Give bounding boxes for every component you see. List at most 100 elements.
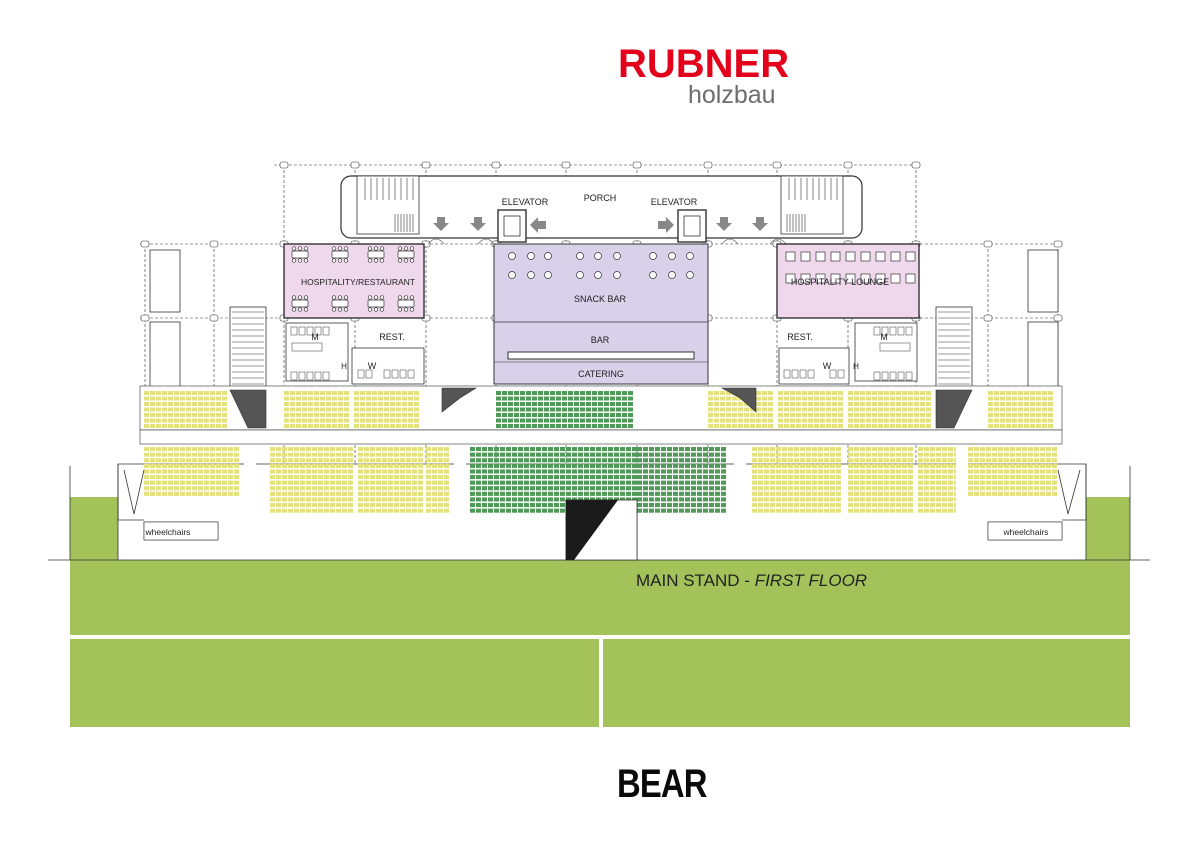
upper-seat [296, 391, 301, 395]
lower-seat [186, 475, 191, 480]
lower-seat [192, 491, 197, 496]
lower-seat [942, 475, 947, 480]
upper-seat [396, 396, 401, 401]
lower-seat [590, 486, 595, 491]
lower-seat [1052, 447, 1057, 452]
lower-seat [300, 475, 305, 480]
lower-seat [896, 486, 901, 491]
upper-seat [496, 396, 501, 401]
lower-seat [578, 486, 583, 491]
upper-seat [156, 418, 161, 423]
upper-seat [598, 396, 603, 401]
lower-seat [376, 486, 381, 491]
lower-seat [476, 497, 481, 502]
lower-seat [1046, 480, 1051, 485]
lower-seat [294, 452, 299, 457]
lower-seat [860, 458, 865, 463]
upper-seat [284, 402, 289, 406]
lower-seat [800, 480, 805, 485]
lower-seat [643, 469, 648, 474]
upper-seat [390, 418, 395, 423]
upper-seat [204, 402, 209, 406]
lower-seat [968, 475, 973, 480]
lower-seat [394, 486, 399, 491]
lower-seat [788, 491, 793, 496]
lower-seat [578, 452, 583, 457]
upper-seat [162, 413, 167, 417]
lower-seat [1052, 469, 1057, 474]
lower-seat [918, 463, 923, 468]
lounge-seat [875, 273, 886, 284]
lower-seat [470, 491, 475, 496]
upper-seat [1012, 402, 1017, 406]
lower-seat [524, 497, 529, 502]
upper-seat [514, 402, 519, 406]
lower-seat [180, 475, 185, 480]
lower-seat [444, 508, 449, 513]
lower-seat [536, 508, 541, 513]
lower-seat [482, 508, 487, 513]
lower-seat [400, 491, 405, 496]
lower-seat [174, 486, 179, 491]
lower-seat [764, 452, 769, 457]
door-arc [769, 238, 787, 245]
lower-seat [470, 463, 475, 468]
lower-seat [400, 469, 405, 474]
lower-seat [812, 491, 817, 496]
lower-seat [788, 503, 793, 508]
upper-seat [768, 413, 773, 417]
upper-seat [796, 413, 801, 417]
lower-seat [270, 480, 275, 485]
lower-seat [936, 452, 941, 457]
right-arrow-icon [658, 217, 674, 233]
lower-seat [794, 497, 799, 502]
table [367, 299, 385, 308]
upper-seat [496, 391, 501, 395]
lower-seat [974, 491, 979, 496]
upper-seat [344, 402, 349, 406]
lower-seat [918, 503, 923, 508]
lower-seat [685, 447, 690, 452]
lower-seat [234, 458, 239, 463]
upper-seat [1006, 391, 1011, 395]
upper-seat [360, 391, 365, 395]
lower-seat [300, 469, 305, 474]
lower-seat [488, 458, 493, 463]
lower-seat [918, 475, 923, 480]
lounge-seat [875, 251, 886, 262]
lower-seat [388, 463, 393, 468]
lower-seat [992, 463, 997, 468]
upper-seat [192, 402, 197, 406]
lower-seat [336, 469, 341, 474]
upper-seat [526, 424, 531, 428]
lower-seat [1016, 452, 1021, 457]
upper-seat [320, 402, 325, 406]
lower-seat [210, 491, 215, 496]
lower-seat [709, 469, 714, 474]
grid-marker [140, 314, 150, 322]
lower-seat [614, 480, 619, 485]
upper-seat [314, 424, 319, 428]
lower-seat [234, 463, 239, 468]
upper-seat [598, 424, 603, 428]
upper-seat [390, 396, 395, 401]
upper-seat [796, 424, 801, 428]
table-round [594, 252, 602, 260]
snack-bar-room [493, 243, 709, 385]
upper-seat [556, 413, 561, 417]
lower-seat [406, 458, 411, 463]
lower-seat [376, 508, 381, 513]
upper-seat [820, 407, 825, 412]
upper-seat [1018, 407, 1023, 412]
lower-seat [667, 475, 672, 480]
lower-seat [584, 458, 589, 463]
lower-seat [318, 458, 323, 463]
lower-seat [626, 491, 631, 496]
lower-seat [649, 508, 654, 513]
lower-seat [608, 463, 613, 468]
lower-seat [794, 463, 799, 468]
upper-seat [526, 413, 531, 417]
lower-seat [500, 480, 505, 485]
lower-seat [632, 458, 637, 463]
upper-seat [332, 396, 337, 401]
